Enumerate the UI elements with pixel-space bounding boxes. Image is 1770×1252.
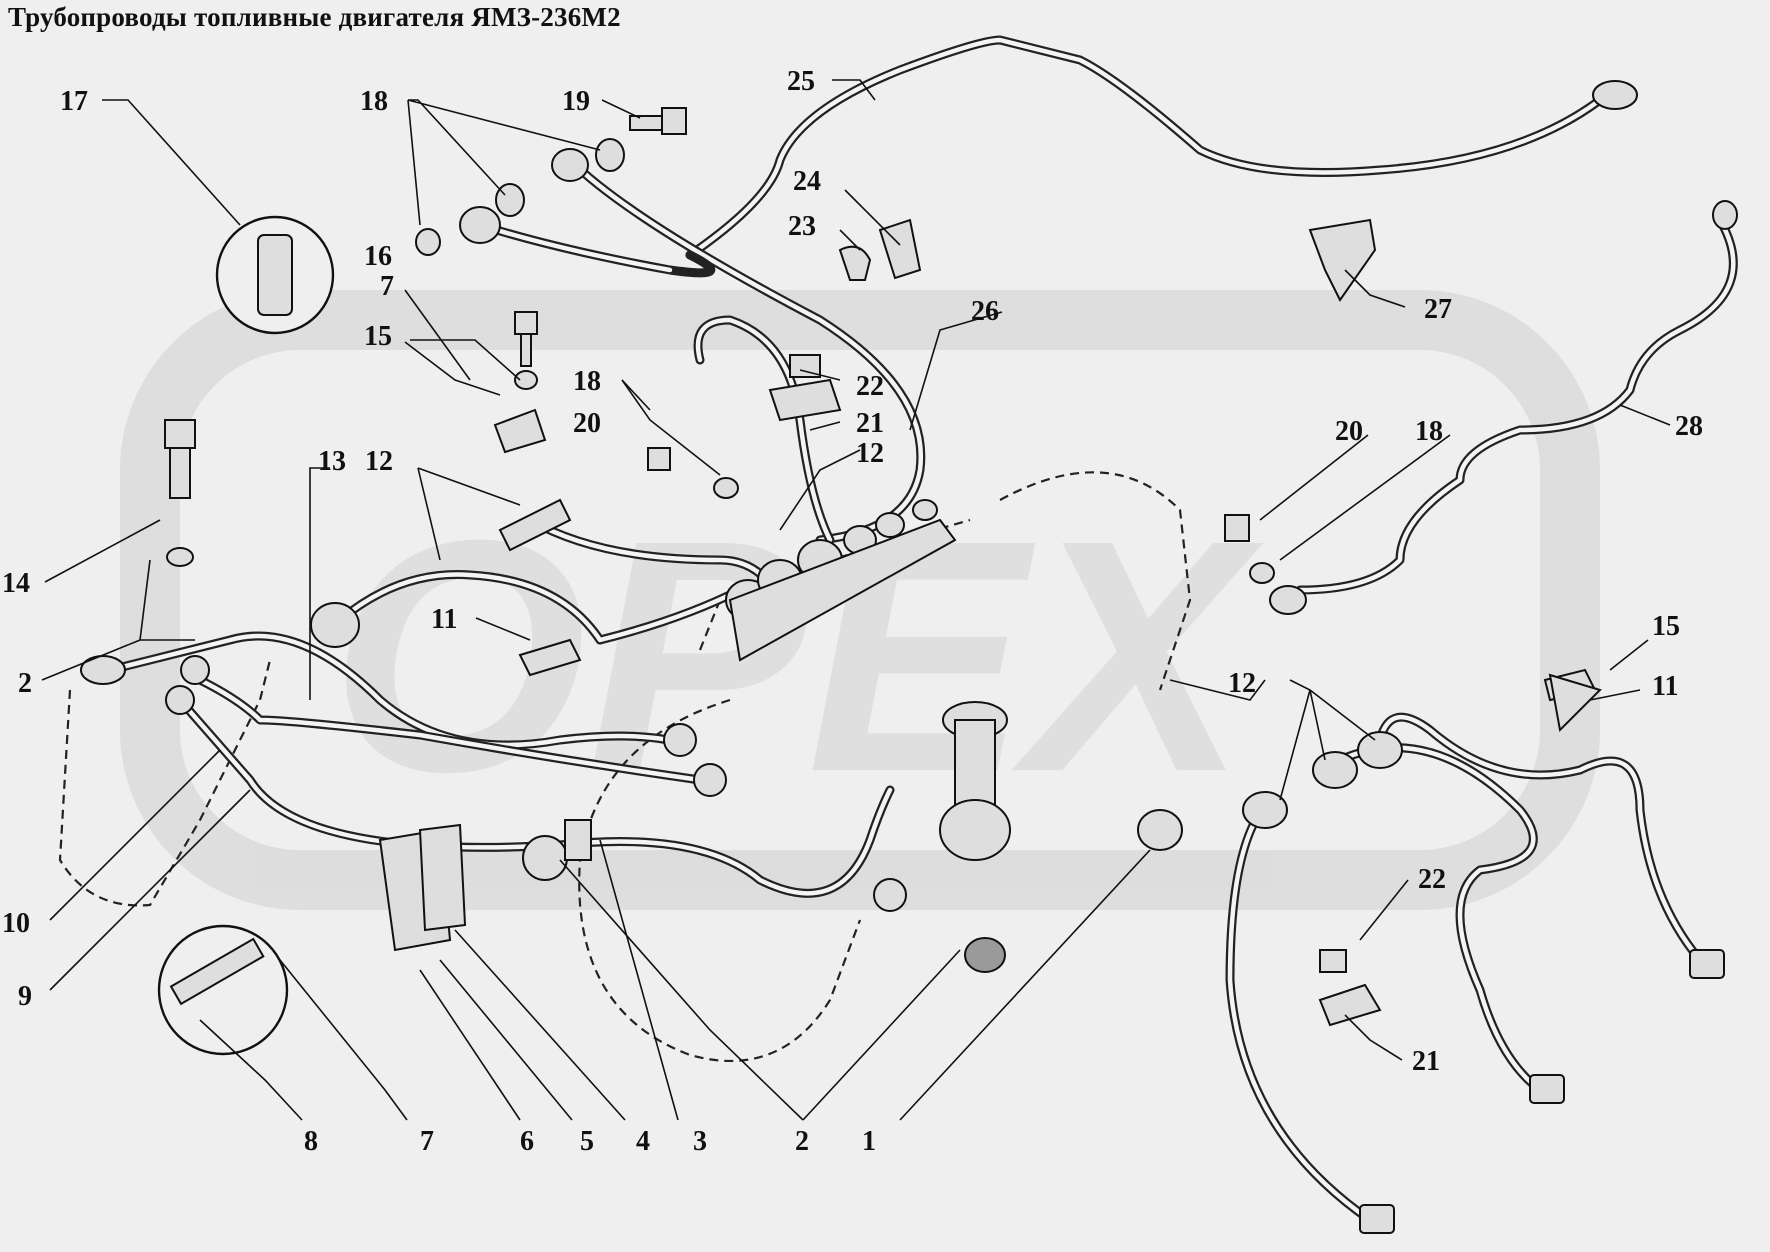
callout-9: 9 [18, 981, 32, 1012]
callout-10: 10 [2, 908, 30, 939]
callout-11-right: 11 [1652, 671, 1678, 702]
callout-5: 5 [580, 1126, 594, 1157]
callout-4: 4 [636, 1126, 650, 1157]
pipe-28 [1295, 215, 1738, 595]
callout-21-bottom: 21 [1412, 1046, 1440, 1077]
callout-17: 17 [60, 86, 88, 117]
leader-lines [41, 79, 1671, 1121]
callout-8: 8 [304, 1126, 318, 1157]
callout-6: 6 [520, 1126, 534, 1157]
callout-12-left: 12 [365, 446, 393, 477]
callout-18-right: 18 [1415, 416, 1443, 447]
callout-11-left: 11 [431, 604, 457, 635]
pipe-25 [685, 35, 1605, 260]
callout-1: 1 [862, 1126, 876, 1157]
callout-24: 24 [793, 166, 821, 197]
callout-15-right: 15 [1652, 611, 1680, 642]
callout-18-top: 18 [360, 86, 388, 117]
callout-20-left: 20 [573, 408, 601, 439]
pipe-18-top [475, 220, 716, 278]
callout-18-mid: 18 [573, 366, 601, 397]
callout-3: 3 [693, 1126, 707, 1157]
callout-23: 23 [788, 211, 816, 242]
callout-28: 28 [1675, 411, 1703, 442]
filter-tee [939, 701, 1183, 973]
callout-2-bottom: 2 [795, 1126, 809, 1157]
callout-16: 16 [364, 241, 392, 272]
callout-7-top: 7 [380, 271, 394, 302]
pipes-lower-right [1225, 712, 1705, 1225]
callout-12-top: 12 [856, 438, 884, 469]
bolts [164, 107, 1275, 881]
callout-12-right: 12 [1228, 668, 1256, 699]
nut-fittings [80, 80, 1738, 1234]
watermark-text: OPEX [330, 471, 1264, 840]
pump-head [725, 499, 957, 662]
callout-labels: 17 18 19 25 24 23 16 7 26 27 15 18 22 20… [2, 66, 1703, 1157]
detail-circles [157, 215, 335, 1056]
pipe-26 [565, 155, 926, 545]
callout-22-top: 22 [856, 371, 884, 402]
pipes-lower-left [105, 631, 895, 898]
callout-15-left: 15 [364, 321, 392, 352]
callout-21-top: 21 [856, 408, 884, 439]
callout-14: 14 [2, 568, 30, 599]
clamps-brackets [378, 218, 1602, 1027]
callout-22-bottom: 22 [1418, 864, 1446, 895]
callout-7-bottom: 7 [420, 1126, 434, 1157]
callout-13: 13 [318, 446, 346, 477]
callout-26: 26 [971, 296, 999, 327]
watermark: OPEX [120, 290, 1600, 910]
callout-27: 27 [1424, 294, 1452, 325]
callout-25: 25 [787, 66, 815, 97]
callout-20-right: 20 [1335, 416, 1363, 447]
callout-2-left: 2 [18, 668, 32, 699]
diagram-title: Трубопроводы топливные двигателя ЯМЗ-236… [8, 2, 621, 32]
callout-19: 19 [562, 86, 590, 117]
